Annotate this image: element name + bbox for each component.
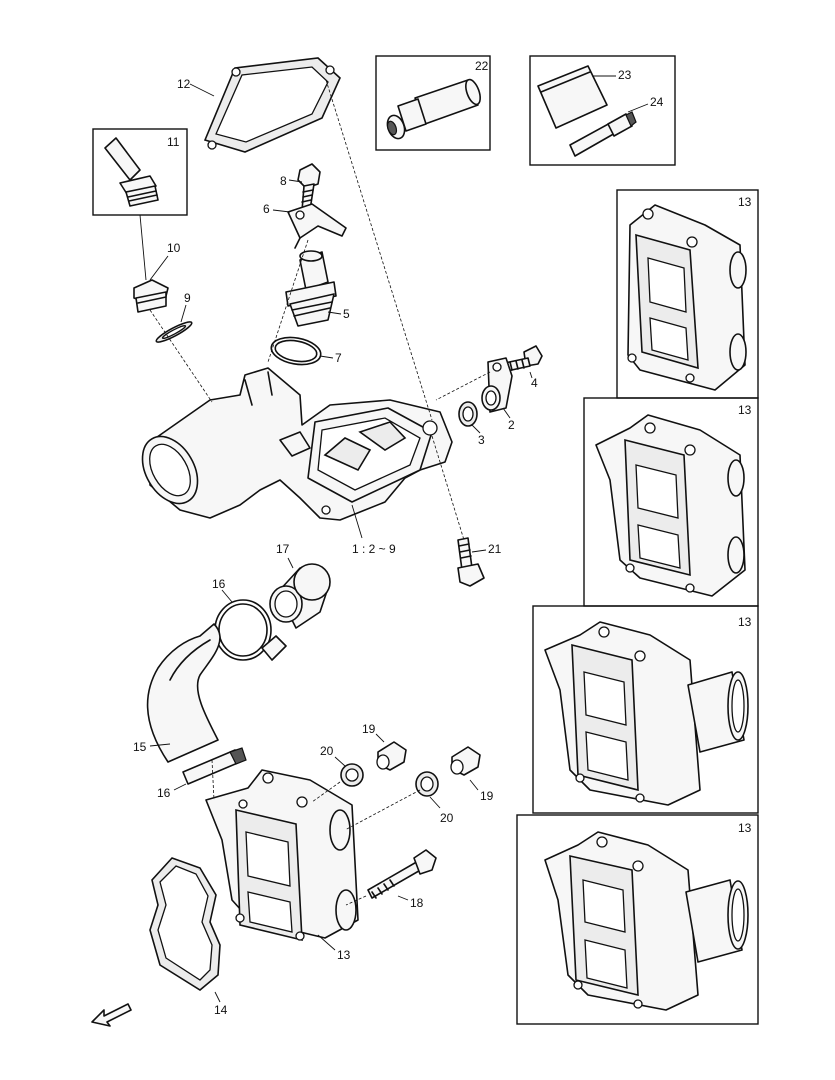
callout-23: 23: [618, 68, 632, 82]
part-13-thermostat-housing: [205, 769, 359, 942]
inset-part-22: 22: [375, 55, 491, 151]
callout-13-main: 13: [337, 948, 351, 962]
part-12-gasket: [203, 57, 341, 153]
inset-housing-variant-3: 13: [532, 605, 759, 814]
callout-20-left: 20: [320, 744, 334, 758]
pipe-fitting-illustration: [386, 78, 481, 140]
callout-6: 6: [263, 202, 270, 216]
callout-4: 4: [531, 376, 538, 390]
callout-15: 15: [133, 740, 147, 754]
callout-13-variant-4: 13: [738, 821, 752, 835]
callout-2: 2: [508, 418, 515, 432]
part-5-thermostat: [285, 250, 337, 327]
part-6-bracket: [287, 203, 347, 249]
callout-24: 24: [650, 95, 664, 109]
part-7-o-ring: [270, 336, 322, 366]
thermostat-housing-variant-2: [595, 414, 746, 597]
callout-19-left: 19: [362, 722, 376, 736]
thermostat-housing-variant-4: [544, 831, 749, 1011]
callout-22: 22: [475, 59, 489, 73]
callout-1-range: 1 : 2 ~ 9: [352, 542, 396, 556]
part-20-washer-right: [415, 771, 439, 797]
part-18-bolt: [367, 849, 437, 899]
callout-7: 7: [335, 351, 342, 365]
part-10-plug: [133, 279, 169, 313]
part-9-washer: [155, 321, 193, 343]
sealant-tube-illustration: [569, 111, 637, 157]
callout-16-clamp: 16: [212, 577, 226, 591]
part-1-water-outlet-body: [141, 367, 453, 521]
inset-housing-variant-1: 13: [616, 189, 759, 399]
part-21-bolt: [457, 537, 485, 587]
callout-5: 5: [343, 307, 350, 321]
inset-parts-23-24: 23 24: [529, 55, 676, 166]
part-20-washer-left: [340, 763, 364, 787]
callout-18: 18: [410, 896, 424, 910]
inset-housing-variant-2: 13: [583, 397, 759, 607]
callout-21: 21: [488, 542, 502, 556]
callout-10: 10: [167, 241, 181, 255]
callout-17: 17: [276, 542, 290, 556]
part-19-plug-right: [450, 746, 481, 776]
callout-11: 11: [167, 135, 180, 149]
part-16-pin: [182, 747, 247, 785]
part-19-plug-left: [376, 741, 407, 771]
callout-12: 12: [177, 77, 191, 91]
part-17-pipe-connector: [269, 563, 331, 629]
callout-14: 14: [214, 1003, 228, 1017]
callout-16-pin: 16: [157, 786, 171, 800]
callout-13-variant-2: 13: [738, 403, 752, 417]
callout-9: 9: [184, 291, 191, 305]
inset-housing-variant-4: 13: [516, 814, 759, 1025]
front-direction-arrow-icon: [91, 1003, 132, 1027]
thermostat-housing-variant-3: [544, 621, 749, 806]
part-8-bolt: [297, 163, 321, 212]
part-15-hose: [146, 623, 221, 763]
callout-13-variant-3: 13: [738, 615, 752, 629]
part-14-gasket: [149, 857, 221, 991]
part-2-fitting: [481, 357, 513, 413]
hose-nipple-fitting-illustration: [104, 137, 159, 207]
sealant-sachet-illustration: [537, 65, 608, 129]
thermostat-housing-variant-1: [627, 204, 747, 391]
callout-20-right: 20: [440, 811, 454, 825]
callout-8: 8: [280, 174, 287, 188]
callout-19-right: 19: [480, 789, 494, 803]
callout-13-variant-1: 13: [738, 195, 752, 209]
part-3-washer: [458, 401, 478, 427]
part-4-bolt: [504, 345, 543, 372]
callout-3: 3: [478, 433, 485, 447]
inset-part-11: 11: [92, 128, 188, 216]
